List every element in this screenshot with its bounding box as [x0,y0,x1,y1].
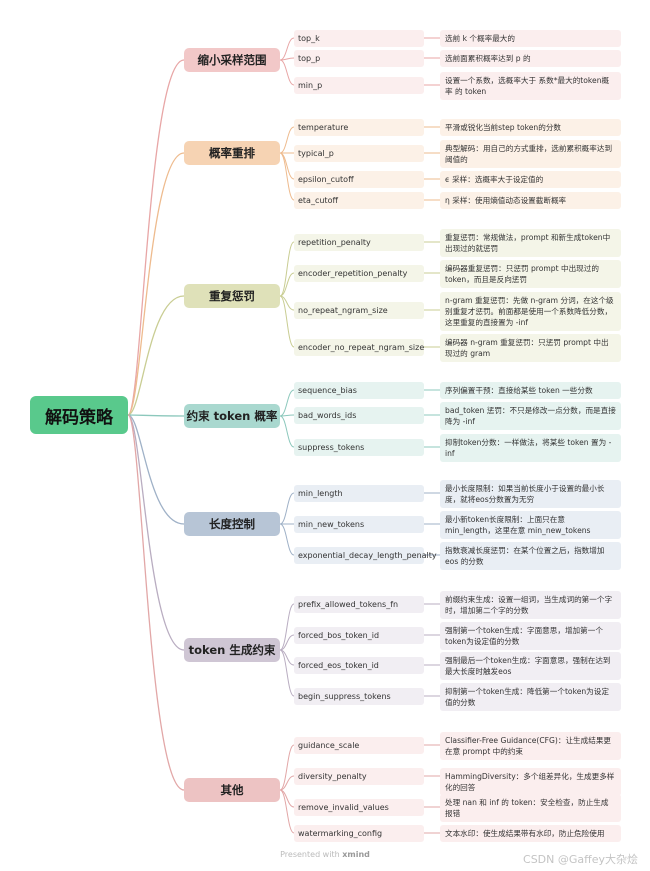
category-link-line [279,152,295,201]
description-node[interactable]: 选前面累积概率达到 p 的 [440,49,621,67]
category-link-line [279,744,295,791]
category-node[interactable]: 缩小采样范围 [184,48,280,72]
category-link-line [279,649,295,697]
description-node[interactable]: 序列偏置干预：直接给某些 token 一些分数 [440,381,621,399]
description-node[interactable]: HammingDiversity：多个组差异化，生成更多样化的回答 [440,767,621,796]
parameter-node[interactable]: suppress_tokens [294,438,424,456]
parameter-node[interactable]: guidance_scale [294,736,424,754]
root-link-line [127,414,185,791]
description-node[interactable]: 平滑或锐化当前step token的分数 [440,118,621,136]
category-node[interactable]: 概率重排 [184,141,280,165]
root-link-line [127,59,185,416]
category-link-line [279,59,295,86]
description-node[interactable]: 典型解码：用自己的方式重排，选前累积概率达到阈值的 [440,140,621,168]
category-link-line [279,295,295,311]
csdn-credit: CSDN @Gaffey大杂烩 [523,853,638,866]
description-node[interactable]: 文本水印：使生成结果带有水印，防止危险使用 [440,824,621,842]
category-link-line [279,37,295,61]
description-node[interactable]: η 采样：使用熵值动态设置截断概率 [440,191,621,209]
parameter-node[interactable]: begin_suppress_tokens [294,687,424,705]
description-node[interactable]: bad_token 惩罚：不只是修改一点分数，而是直接降为 -inf [440,402,621,430]
category-link-line [279,389,295,417]
description-node[interactable]: n-gram 重复惩罚：先做 n-gram 分词，在这个级别重复才惩罚。前面都是… [440,291,621,331]
category-link-line [279,415,295,448]
parameter-node[interactable]: prefix_allowed_tokens_fn [294,595,424,613]
description-node[interactable]: 编码器重复惩罚：只惩罚 prompt 中出现过的 token，而且是反向惩罚 [440,260,621,288]
description-node[interactable]: Classifier-Free Guidance(CFG)：让生成结果更在意 p… [440,732,621,760]
root-link-line [127,414,185,525]
description-node[interactable]: 强制最后一个token生成：字面意思，强制在达到最大长度时触发eos [440,652,621,680]
description-node[interactable]: 最小长度限制：如果当前长度小于设置的最小长度，就将eos分数置为无穷 [440,480,621,508]
root-link-line [127,414,185,417]
parameter-node[interactable]: encoder_no_repeat_ngram_size [294,338,424,356]
category-link-line [279,789,295,834]
description-node[interactable]: 编码器 n-gram 重复惩罚：只惩罚 prompt 中出现过的 gram [440,334,621,362]
parameter-node[interactable]: repetition_penalty [294,233,424,251]
parameter-node[interactable]: sequence_bias [294,381,424,399]
category-link-line [279,634,295,651]
parameter-node[interactable]: temperature [294,118,424,136]
category-link-line [279,775,295,791]
category-link-line [279,126,295,154]
parameter-node[interactable]: remove_invalid_values [294,798,424,816]
category-link-line [279,152,295,180]
category-link-line [279,414,295,417]
parameter-node[interactable]: encoder_repetition_penalty [294,264,424,282]
parameter-node[interactable]: forced_eos_token_id [294,656,424,674]
category-node[interactable]: 重复惩罚 [184,284,280,308]
category-link-line [279,649,295,666]
description-node[interactable]: 重复惩罚：常规做法，prompt 和新生成token中出现过的就惩罚 [440,229,621,257]
description-node[interactable]: 指数衰减长度惩罚：在某个位置之后，指数增加 eos 的分数 [440,542,621,570]
parameter-node[interactable]: eta_cutoff [294,191,424,209]
parameter-node[interactable]: typical_p [294,144,424,162]
parameter-node[interactable]: top_p [294,49,424,67]
category-node[interactable]: 其他 [184,778,280,802]
root-link-line [127,295,185,416]
category-link-line [279,295,295,348]
parameter-node[interactable]: forced_bos_token_id [294,626,424,644]
presented-with-watermark: Presented with xmind [280,850,370,859]
category-link-line [279,603,295,651]
root-link-line [127,152,185,416]
parameter-node[interactable]: min_new_tokens [294,515,424,533]
parameter-node[interactable]: min_p [294,76,424,94]
parameter-node[interactable]: no_repeat_ngram_size [294,301,424,319]
parameter-node[interactable]: exponential_decay_length_penalty [294,546,437,564]
parameter-node[interactable]: epsilon_cutoff [294,170,424,188]
description-node[interactable]: 最小新token长度限制：上面只在意 min_length，这里在意 min_n… [440,511,621,539]
description-node[interactable]: 强制第一个token生成：字面意思，增加第一个token为设定值的分数 [440,622,621,650]
description-node[interactable]: 选前 k 个概率最大的 [440,29,621,47]
parameter-node[interactable]: min_length [294,484,424,502]
category-node[interactable]: 长度控制 [184,512,280,536]
description-node[interactable]: 抑制token分数：一样做法，将某些 token 置为 -inf [440,434,621,462]
category-link-line [279,789,295,808]
category-link-line [279,492,295,525]
description-node[interactable]: 处理 nan 和 inf 的 token：安全检查，防止生成报错 [440,794,621,822]
parameter-node[interactable]: top_k [294,29,424,47]
root-link-line [127,414,185,651]
category-link-line [279,272,295,297]
description-node[interactable]: 抑制第一个token生成：降低第一个token为设定值的分数 [440,683,621,711]
category-node[interactable]: token 生成约束 [184,638,280,662]
category-link-line [279,523,295,556]
description-node[interactable]: 设置一个系数，选概率大于 系数*最大的token概率 的 token [440,72,621,100]
root-node[interactable]: 解码策略 [30,396,128,434]
category-node[interactable]: 约束 token 概率 [184,404,280,428]
description-node[interactable]: ϵ 采样：选概率大于设定值的 [440,170,621,188]
parameter-node[interactable]: bad_words_ids [294,406,424,424]
category-link-line [279,241,295,297]
category-link-line [279,57,295,61]
parameter-node[interactable]: diversity_penalty [294,767,424,785]
parameter-node[interactable]: watermarking_config [294,824,424,842]
description-node[interactable]: 前缀约束生成：设置一组词，当生成词的第一个字时，增加第二个字的分数 [440,591,621,619]
